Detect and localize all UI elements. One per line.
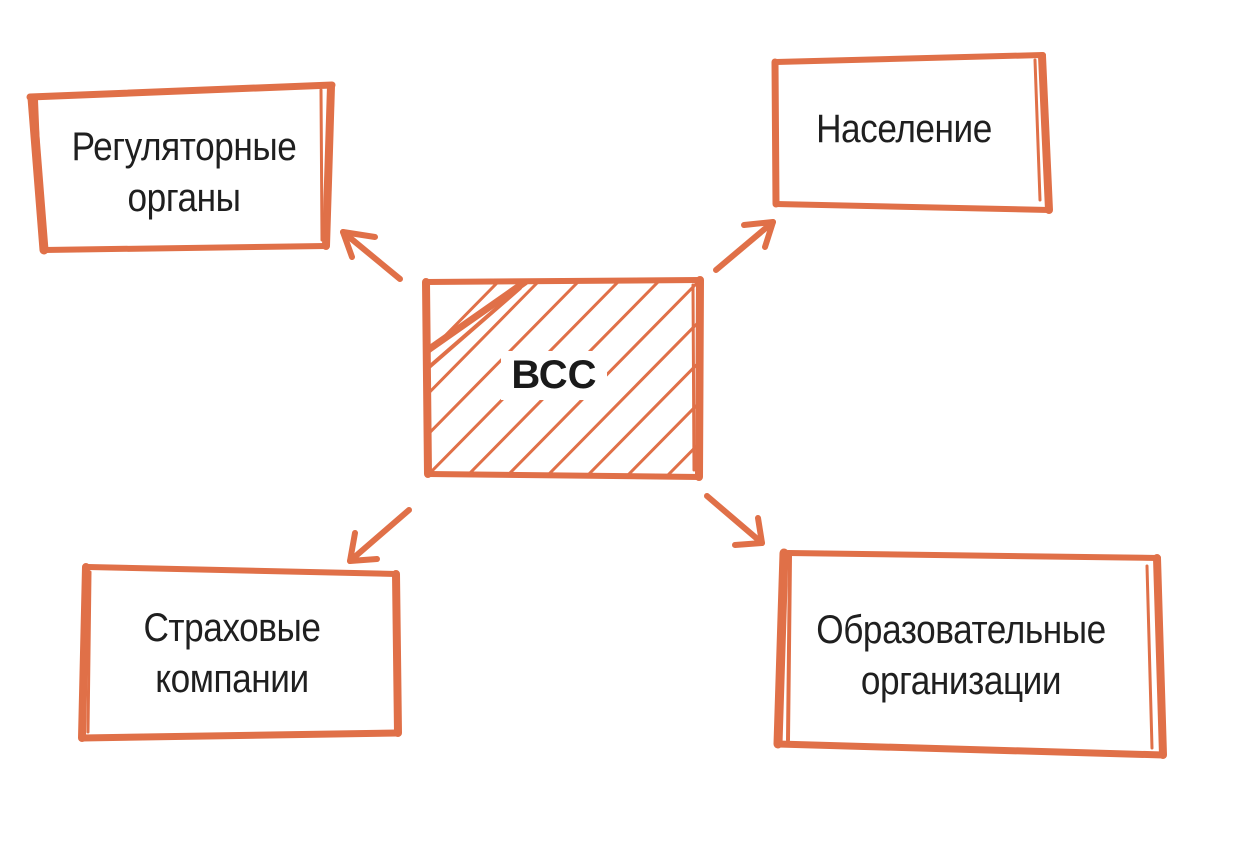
box-population [771, 52, 1053, 214]
label-insurance-companies: Страховые компании [143, 605, 321, 701]
box-educational-organizations [773, 548, 1167, 759]
center-label: ВСС [474, 345, 634, 405]
arrow-to-educational-organizations [704, 493, 765, 548]
label-population: Население [816, 107, 992, 152]
center-label-text: ВСС [501, 350, 607, 400]
label-educational-organizations: Образовательные организации [816, 607, 1106, 703]
box-insurance-companies [78, 563, 402, 742]
arrow-to-population [713, 219, 776, 273]
box-regulatory-bodies [26, 81, 336, 255]
label-regulatory-bodies: Регуляторные органы [71, 124, 297, 220]
arrow-to-insurance-companies [347, 507, 412, 564]
arrow-to-regulatory-bodies [340, 229, 403, 282]
